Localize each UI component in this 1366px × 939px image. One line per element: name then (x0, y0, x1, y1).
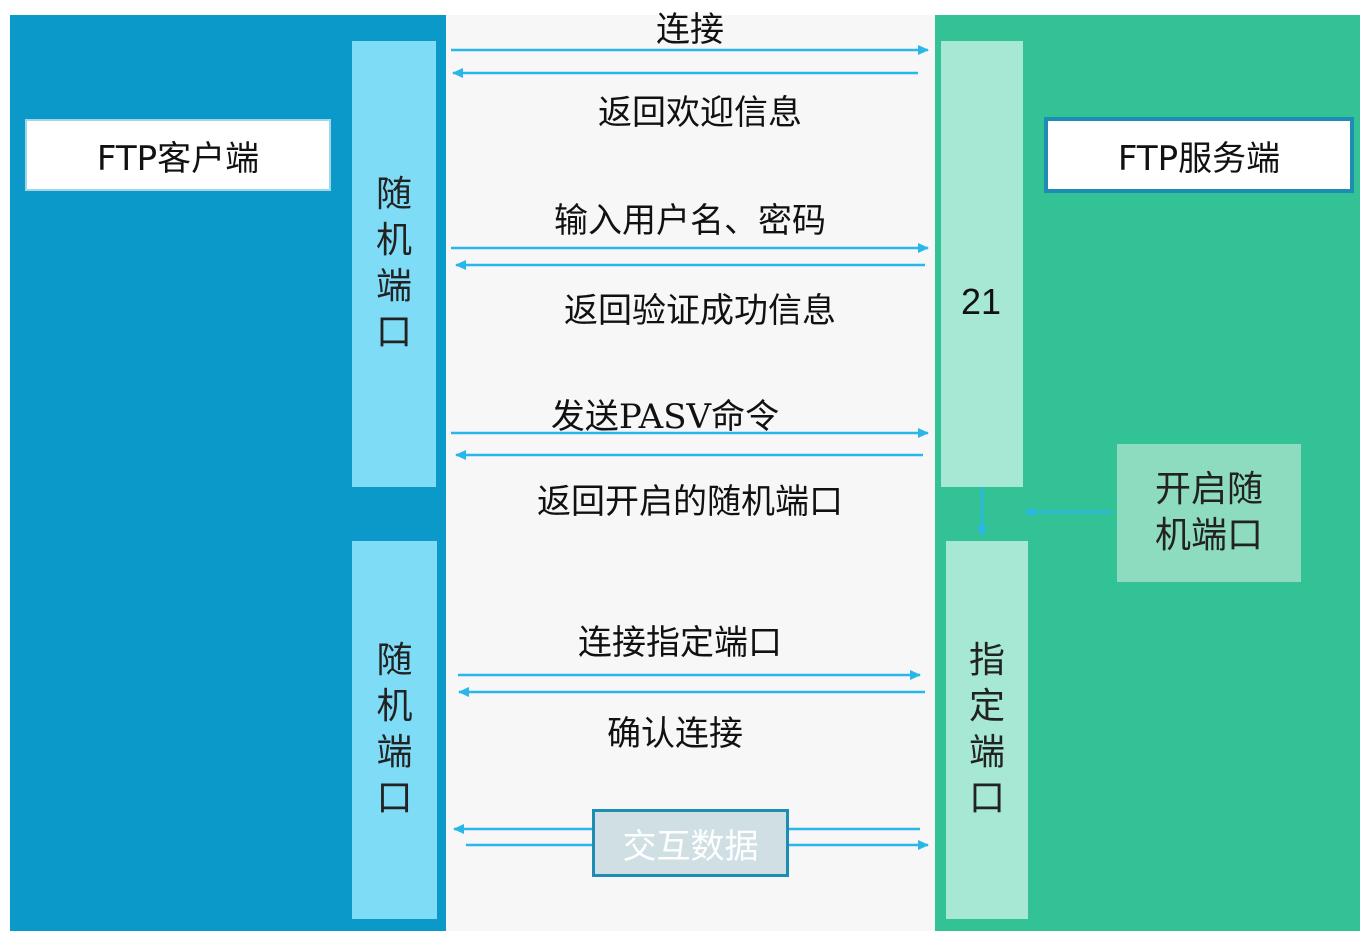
port-char: 口 (376, 778, 413, 819)
port-char: 随 (376, 640, 413, 681)
server-specified-port: 指 定 端 口 (946, 541, 1028, 919)
port-char: 机 (376, 686, 413, 727)
port-number: 21 (960, 281, 1002, 322)
server-control-port: 21 (941, 41, 1023, 487)
msg-connect: 连接 (656, 10, 724, 50)
port-char: 口 (968, 778, 1005, 819)
msg-pasv: 发送PASV命令 (550, 397, 780, 437)
client-label: FTP客户端 (25, 119, 331, 191)
port-char: 端 (968, 732, 1005, 773)
msg-random-port-reply: 返回开启的随机端口 (537, 482, 843, 522)
port-char: 定 (968, 686, 1005, 727)
port-char: 指 (968, 640, 1005, 681)
channel-background (446, 15, 935, 931)
msg-connect-specified: 连接指定端口 (578, 623, 782, 663)
open-random-port-box: 开启随 机端口 (1117, 444, 1301, 582)
msg-confirm: 确认连接 (607, 714, 743, 754)
port-char: 端 (375, 266, 412, 307)
msg-welcome: 返回欢迎信息 (598, 93, 802, 133)
msg-credentials: 输入用户名、密码 (554, 201, 826, 241)
port-char: 随 (375, 174, 412, 215)
client-random-port-control: 随 机 端 口 (352, 41, 436, 487)
port-char: 机 (375, 220, 412, 261)
msg-auth-success: 返回验证成功信息 (564, 291, 836, 331)
open-random-port-line: 机端口 (1154, 515, 1263, 556)
port-char: 口 (375, 312, 412, 353)
port-char: 端 (376, 732, 413, 773)
client-random-port-data: 随 机 端 口 (352, 541, 437, 919)
exchange-data-box: 交互数据 (592, 809, 789, 877)
open-random-port-line: 开启随 (1154, 469, 1263, 510)
server-label: FTP服务端 (1044, 117, 1354, 193)
